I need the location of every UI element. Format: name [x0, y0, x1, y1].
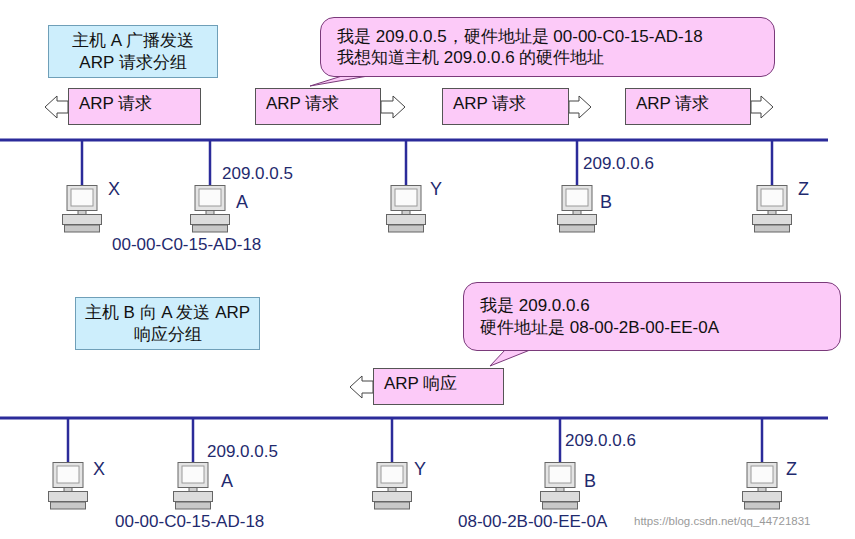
speech-bubble: 我是 209.0.0.6硬件地址是 08-00-2B-00-EE-0A	[463, 282, 841, 351]
watermark: https://blog.csdn.net/qq_44721831	[634, 515, 810, 528]
callout-tail	[490, 350, 530, 366]
box-text: 我想知道主机 209.0.0.6 的硬件地址	[337, 47, 758, 68]
host-name: Y	[430, 180, 442, 200]
host-icon	[373, 463, 412, 510]
host-name: A	[221, 472, 233, 492]
box-text: ARP 响应	[384, 373, 493, 394]
caption-box: 主机 A 广播发送 ARP 请求分组	[48, 25, 218, 78]
mac-address: 00-00-C0-15-AD-18	[115, 513, 264, 532]
callout-tail	[310, 76, 368, 86]
box-text: ARP 请求	[453, 93, 558, 114]
packet-box: ARP 响应	[373, 368, 504, 405]
box-text: 我是 209.0.0.6	[480, 295, 824, 316]
drop-lines	[68, 418, 762, 463]
mac-address: 08-00-2B-00-EE-0A	[458, 513, 607, 532]
packet-box: ARP 请求	[255, 88, 381, 125]
box-text: 我是 209.0.0.5，硬件地址是 00-00-C0-15-AD-18	[337, 26, 758, 47]
bus-line	[0, 417, 828, 420]
host-icon	[49, 463, 88, 510]
host-icon	[174, 463, 213, 510]
host-icon	[558, 186, 597, 233]
ip-address: 209.0.0.6	[565, 432, 636, 451]
speech-bubble: 我是 209.0.0.5，硬件地址是 00-00-C0-15-AD-18我想知道…	[320, 17, 775, 77]
host-icon	[541, 463, 580, 510]
packet-box: ARP 请求	[442, 88, 569, 125]
host-name: B	[584, 472, 596, 492]
packet-box: ARP 请求	[68, 88, 201, 125]
box-text: ARP 请求	[79, 93, 190, 114]
packet-box: ARP 请求	[625, 88, 751, 125]
box-text: ARP 请求	[636, 93, 740, 114]
host-name: A	[236, 193, 248, 213]
direction-arrows	[350, 376, 373, 398]
host-name: X	[108, 180, 120, 200]
box-text: 主机 B 向 A 发送 ARP 响应分组	[84, 302, 251, 345]
host-name: Z	[786, 460, 797, 480]
box-text: ARP 请求	[266, 93, 370, 114]
ip-address: 209.0.0.5	[222, 165, 293, 184]
caption-box: 主机 B 向 A 发送 ARP 响应分组	[75, 297, 260, 350]
drop-lines	[82, 140, 772, 186]
host-icon	[753, 186, 792, 233]
host-name: Z	[798, 180, 809, 200]
ip-address: 209.0.0.5	[207, 443, 278, 462]
host-icon	[743, 463, 782, 510]
host-name: Y	[414, 460, 426, 480]
mac-address: 00-00-C0-15-AD-18	[112, 236, 261, 255]
host-name: B	[600, 193, 612, 213]
bus-line	[0, 139, 828, 142]
host-icon	[63, 186, 102, 233]
ip-address: 209.0.0.6	[583, 155, 654, 174]
box-text: 硬件地址是 08-00-2B-00-EE-0A	[480, 317, 824, 338]
host-icon	[387, 186, 426, 233]
box-text: 主机 A 广播发送 ARP 请求分组	[57, 30, 209, 73]
host-name: X	[93, 460, 105, 480]
host-icon	[191, 186, 230, 233]
